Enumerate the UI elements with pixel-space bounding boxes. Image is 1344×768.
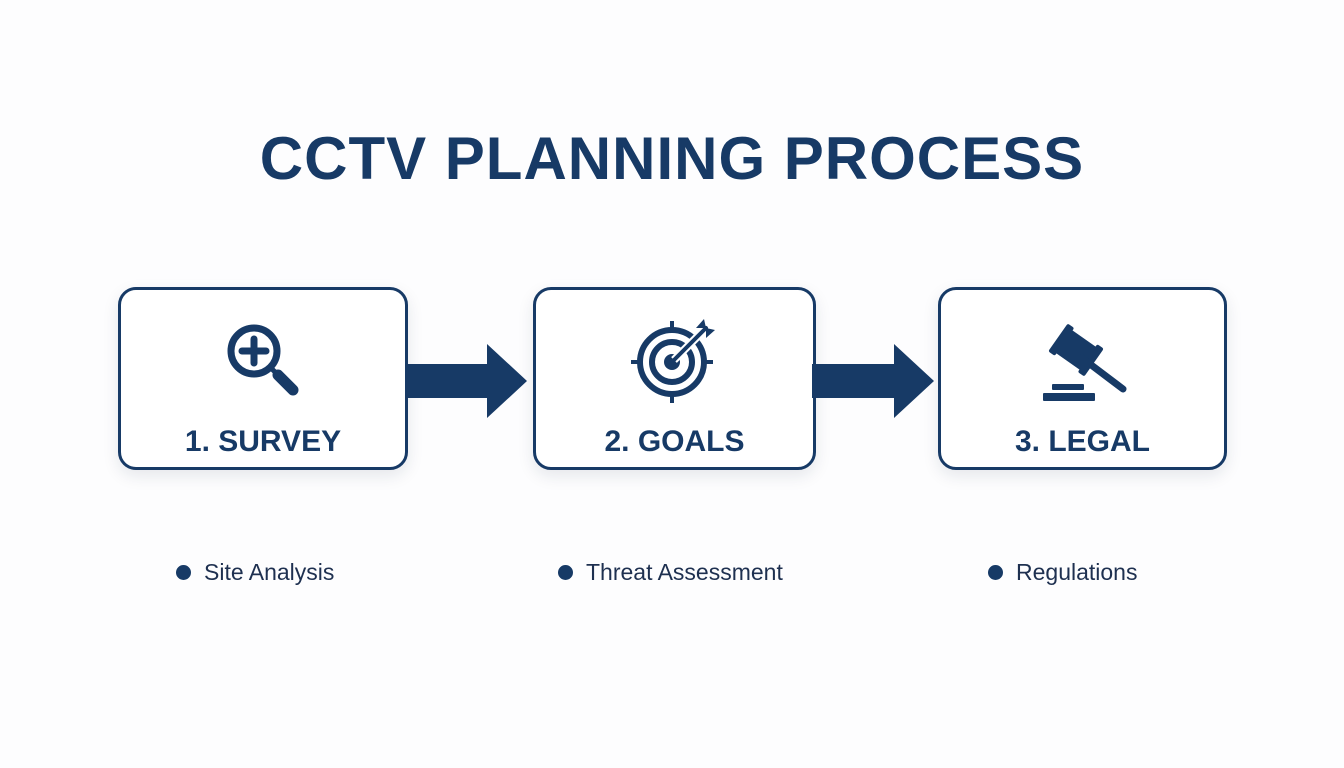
detail-item-site-analysis: Site Analysis	[176, 557, 334, 587]
detail-item-threat-assessment: Threat Assessment	[558, 557, 783, 587]
step-label-goals: 2. GOALS	[604, 425, 745, 458]
magnifier-plus-icon	[218, 316, 308, 406]
detail-text: Site Analysis	[204, 558, 335, 585]
flow-arrow-1	[405, 344, 527, 418]
diagram-title: CCTV PLANNING PROCESS	[259, 125, 1085, 192]
bullet-dot-icon	[988, 564, 1003, 580]
step-label-legal: 3. LEGAL	[1014, 425, 1150, 458]
detail-item-regulations: Regulations	[988, 557, 1137, 587]
detail-text: Regulations	[1016, 558, 1138, 585]
gavel-icon	[1038, 316, 1128, 406]
bullet-dot-icon	[558, 564, 573, 580]
detail-text: Threat Assessment	[586, 558, 783, 585]
flow-arrow-2	[812, 344, 934, 418]
step-box-goals: 2. GOALS	[533, 287, 816, 470]
bullet-dot-icon	[176, 564, 191, 580]
step-box-survey: 1. SURVEY	[118, 287, 408, 470]
target-arrow-icon	[630, 316, 720, 406]
step-box-legal: 3. LEGAL	[938, 287, 1227, 470]
step-label-survey: 1. SURVEY	[184, 425, 342, 458]
